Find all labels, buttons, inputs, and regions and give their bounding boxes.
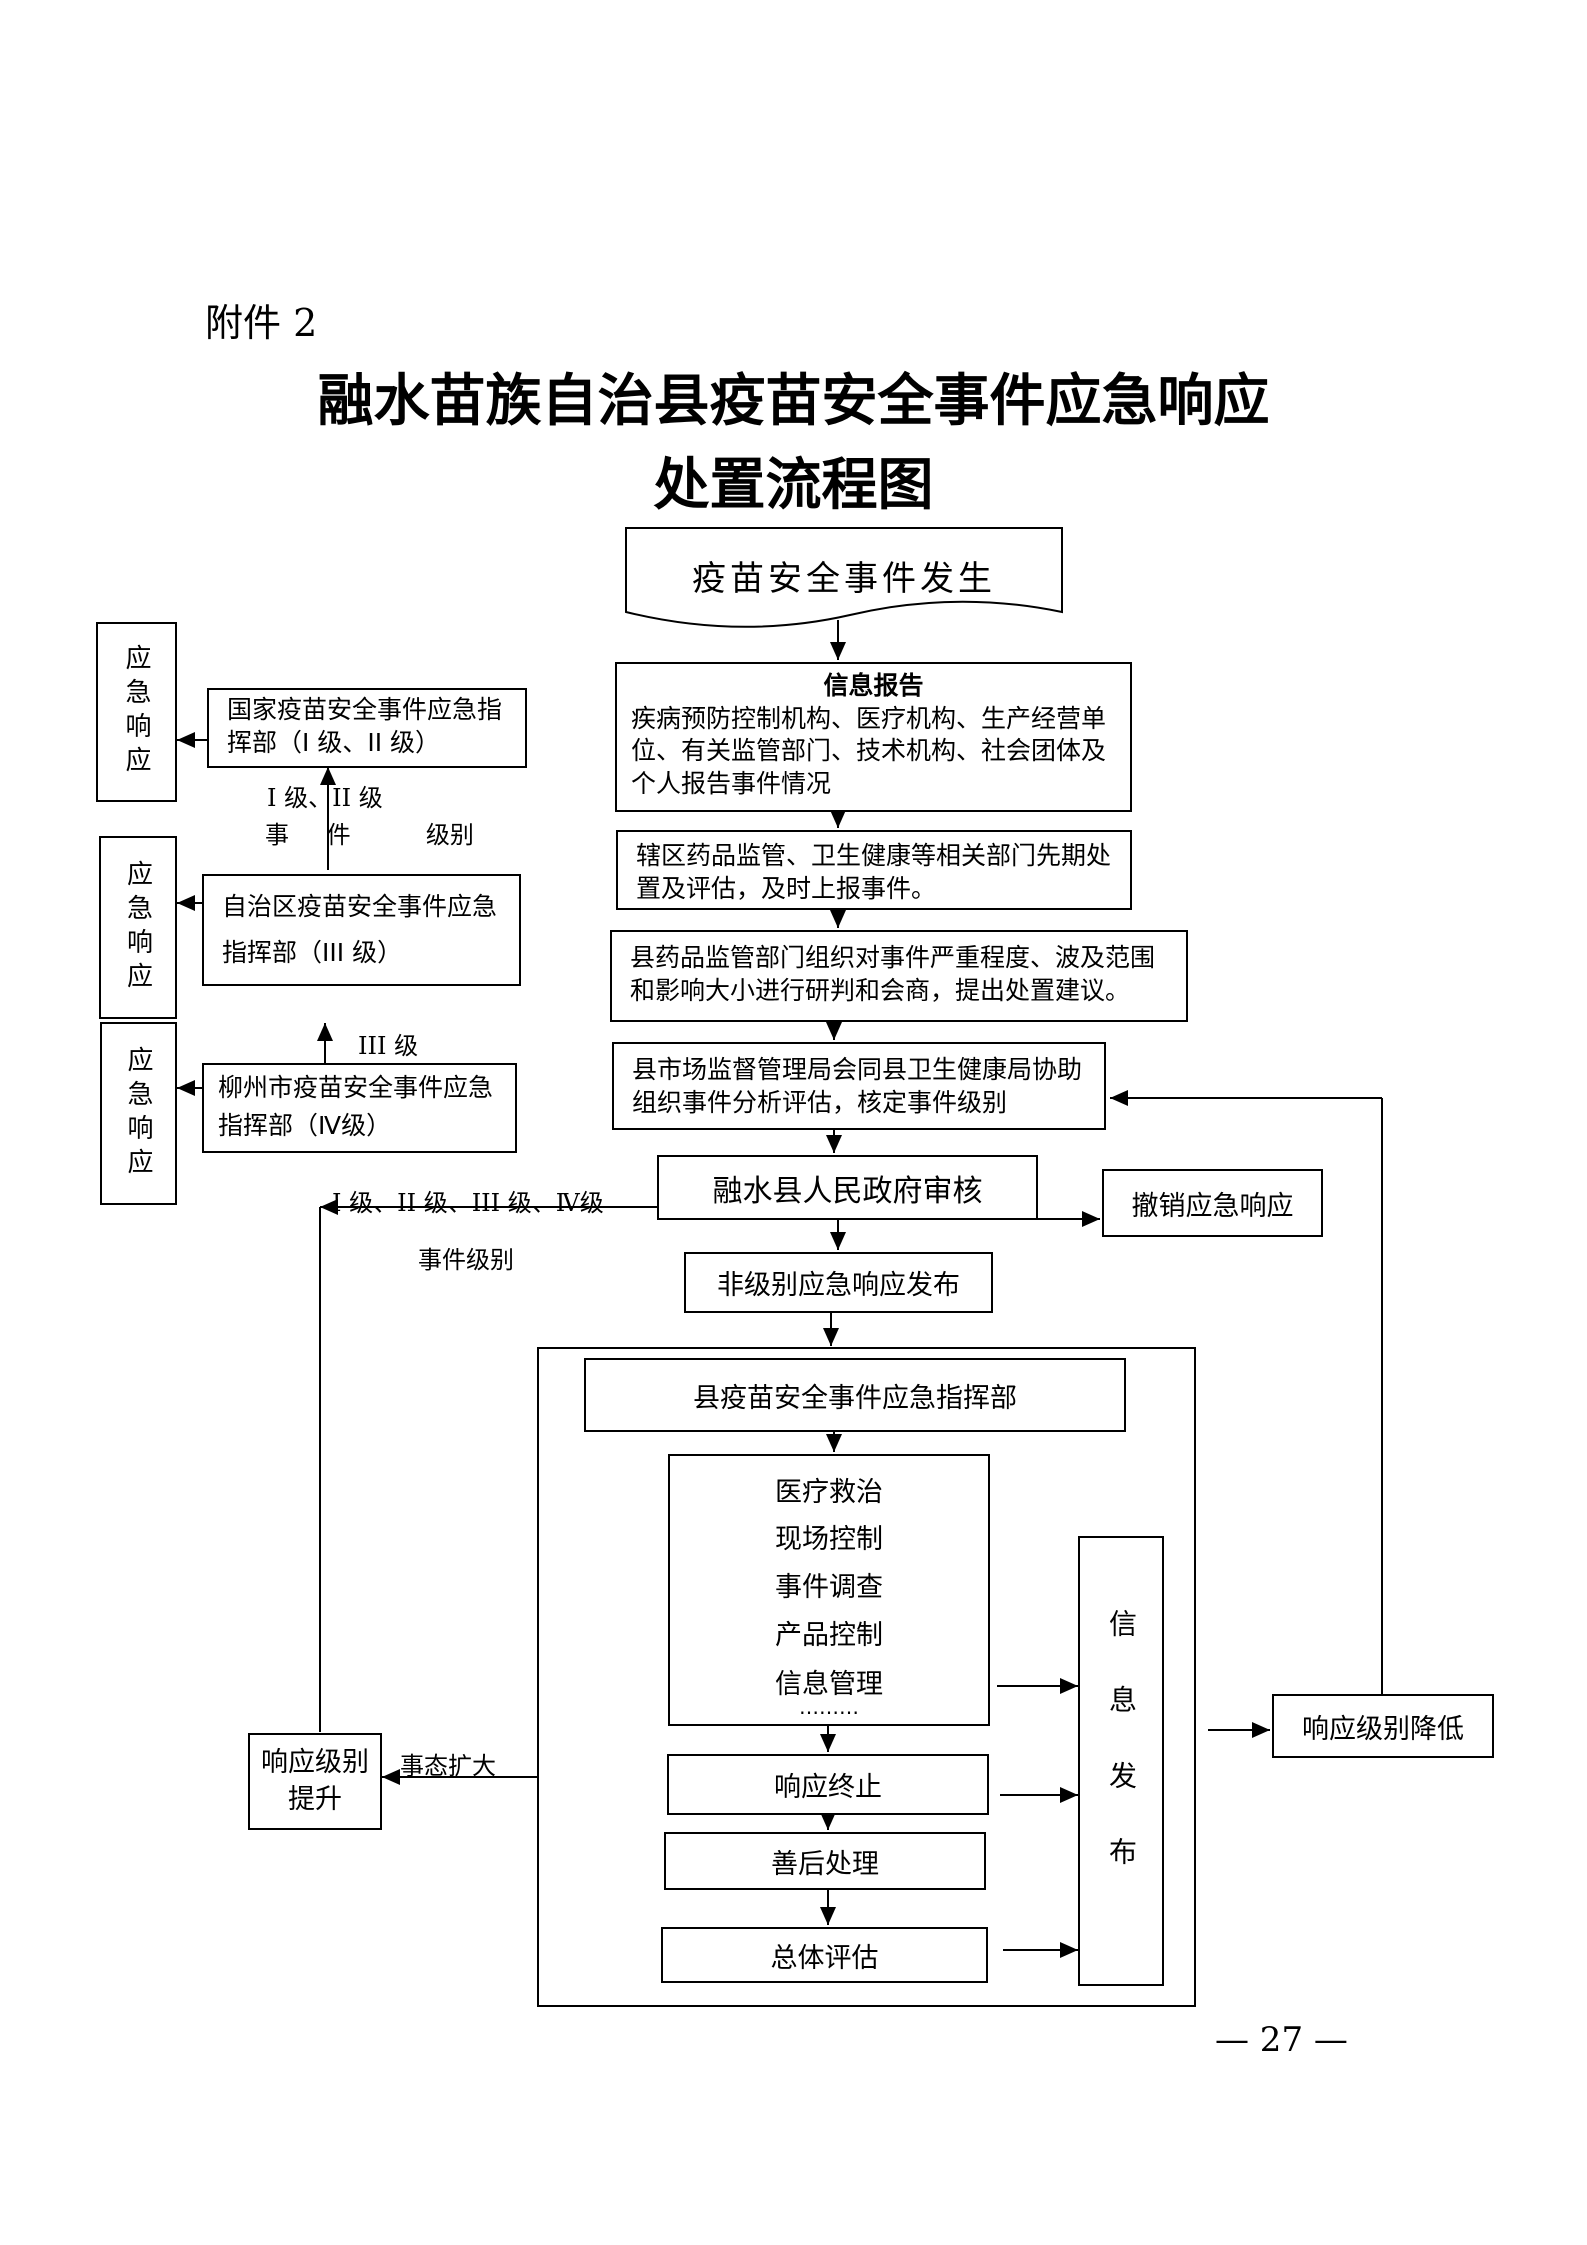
respond-label: 应急响应 (121, 644, 151, 780)
info-report-body: 疾病预防控制机构、医疗机构、生产经营单位、有关监管部门、技术机构、社会团体及个人… (631, 703, 1107, 798)
page-subtitle: 处置流程图 (653, 452, 934, 518)
edge-label-escalate: 事态扩大 (400, 1752, 496, 1780)
task-item: 信息管理 (775, 1668, 883, 1700)
gov-review-box: 融水县人民政府审核 (657, 1155, 1038, 1220)
aftermath-box: 善后处理 (664, 1832, 986, 1890)
task-item: 产品控制 (775, 1619, 883, 1651)
nonlevel-box: 非级别应急响应发布 (684, 1252, 993, 1313)
page-title: 融水苗族自治县疫苗安全事件应急响应 (317, 368, 1270, 434)
edge-label-level-3: III 级 (358, 1032, 419, 1060)
page-number: — 27 — (1215, 2020, 1348, 2060)
tasks-box (668, 1454, 990, 1726)
county-market-box: 县市场监督管理局会同县卫生健康局协助组织事件分析评估，核定事件级别 (612, 1042, 1106, 1130)
attachment-label: 附件 2 (205, 301, 318, 345)
level-down-box: 响应级别降低 (1272, 1694, 1494, 1758)
national-hq-box: 国家疫苗安全事件应急指挥部（I 级、II 级） (207, 688, 527, 768)
edge-label-level-1-2: I 级、II 级 (267, 784, 383, 812)
respond-label: 应急响应 (123, 1045, 153, 1182)
respond-label: 应急响应 (122, 859, 153, 996)
county-hq-box: 县疫苗安全事件应急指挥部 (584, 1358, 1126, 1432)
end-response-box: 响应终止 (667, 1754, 989, 1815)
respond-box-2: 应急响应 (99, 836, 177, 1019)
level-up-box: 响应级别提升 (248, 1733, 382, 1830)
edge-label-event-level: 事 件 级别 (265, 821, 474, 849)
info-release-label: 信息发布 (1105, 1609, 1138, 1913)
edge-label-all-levels: I 级、II 级、III 级、Ⅳ级 (332, 1189, 604, 1217)
start-node: 疫苗安全事件发生 (692, 558, 996, 599)
task-item: 现场控制 (775, 1523, 883, 1555)
task-item: 医疗救治 (775, 1476, 883, 1508)
respond-box-1: 应急响应 (96, 622, 177, 802)
respond-box-3: 应急响应 (100, 1022, 177, 1205)
county-drug-box: 县药品监管部门组织对事件严重程度、波及范围和影响大小进行研判和会商，提出处置建议… (610, 930, 1188, 1022)
info-release-box: 信息发布 (1078, 1536, 1164, 1986)
task-ellipsis: ……… (799, 1695, 859, 1719)
edge-label-event-level-2: 事件级别 (418, 1246, 514, 1274)
task-item: 事件调查 (775, 1571, 883, 1603)
liuzhou-hq-box: 柳州市疫苗安全事件应急指挥部（Ⅳ级） (202, 1063, 517, 1153)
revoke-box: 撤销应急响应 (1102, 1169, 1323, 1237)
info-report-box: 信息报告 疾病预防控制机构、医疗机构、生产经营单位、有关监管部门、技术机构、社会… (615, 662, 1132, 812)
overall-eval-box: 总体评估 (661, 1927, 988, 1983)
region-hq-box: 自治区疫苗安全事件应急指挥部（III 级） (202, 874, 521, 986)
info-report-title: 信息报告 (823, 671, 924, 700)
prelim-box: 辖区药品监管、卫生健康等相关部门先期处置及评估，及时上报事件。 (616, 830, 1132, 910)
